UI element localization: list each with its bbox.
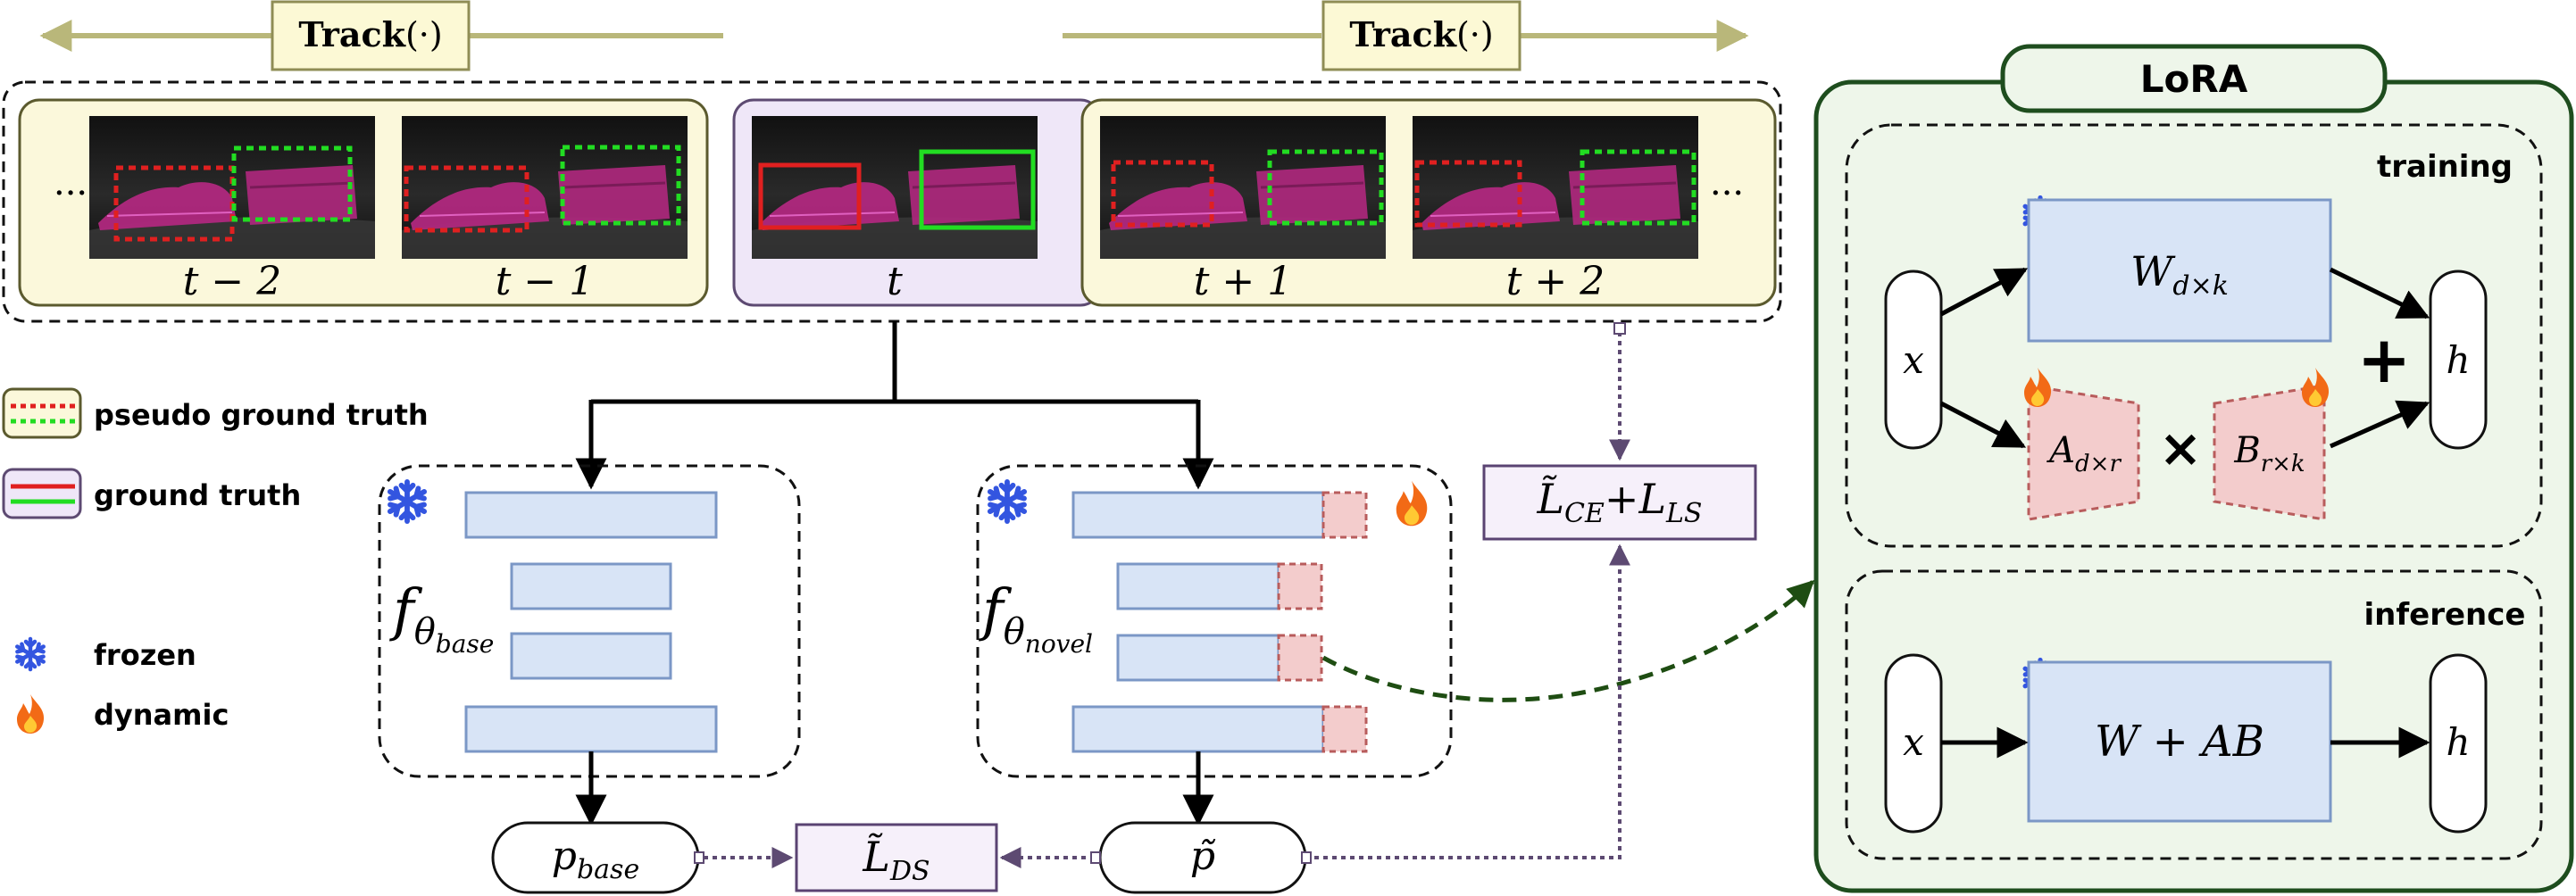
inference-h-label: h xyxy=(2446,720,2470,764)
pbase-port xyxy=(694,851,704,864)
loss-ds-box xyxy=(795,823,998,892)
ptilde-port-left xyxy=(1090,851,1101,864)
lora-training-box xyxy=(1845,123,2543,548)
base-layer-1 xyxy=(464,491,718,539)
legend-pseudo-swatch xyxy=(2,387,82,439)
arrow-x-to-w xyxy=(1939,267,2029,317)
legend-snowflake-icon xyxy=(17,639,43,669)
loss-ds-label: L̃DS xyxy=(862,833,930,887)
novel-adapter-4 xyxy=(1321,705,1368,753)
lora-inference-box xyxy=(1845,569,2543,860)
training-b-block xyxy=(2213,384,2326,521)
track-left-label: Track(·) xyxy=(298,14,442,54)
arrow-b-to-h xyxy=(2329,400,2430,449)
training-h-label: h xyxy=(2446,338,2470,382)
novel-layer-2 xyxy=(1116,562,1280,610)
training-a-block xyxy=(2027,384,2140,521)
frame-t-plus-1 xyxy=(1098,114,1388,261)
novel-layer-4 xyxy=(1071,705,1325,753)
track-left-box xyxy=(271,0,471,71)
base-model-label: fθbase xyxy=(389,577,494,659)
legend-dynamic-label: dynamic xyxy=(94,698,229,732)
training-x-label: x xyxy=(1903,338,1924,382)
frame-t-minus-2 xyxy=(88,114,377,261)
inference-w-label: W + AB xyxy=(2095,717,2264,767)
novel-model-box xyxy=(976,464,1453,778)
legend-gt-label: ground truth xyxy=(94,478,301,512)
training-h-node xyxy=(2429,270,2488,450)
ptilde-port-right xyxy=(1301,851,1312,864)
lora-inference-label: inference xyxy=(2364,597,2526,633)
track-right-box xyxy=(1321,0,1521,71)
frames-container xyxy=(2,80,1782,323)
legend-pseudo-label: pseudo ground truth xyxy=(94,398,429,432)
lora-training-label: training xyxy=(2377,149,2513,185)
p-base-label: pbase xyxy=(552,834,639,885)
frame-t-plus-2 xyxy=(1411,114,1700,261)
training-a-label: Ad×r xyxy=(2046,430,2122,477)
frame-t xyxy=(750,114,1039,261)
base-layer-2 xyxy=(510,562,672,610)
training-times-sign: × xyxy=(2159,418,2203,478)
loss-ce-ls-box xyxy=(1482,464,1757,541)
inference-h-node xyxy=(2429,653,2488,834)
frame-label-t-plus-1: t + 1 xyxy=(1194,259,1293,304)
lora-title: LoRA xyxy=(2140,57,2248,101)
novel-model-label: fθnovel xyxy=(979,577,1093,659)
arrow-w-to-h xyxy=(2329,267,2430,319)
frame-t-minus-1 xyxy=(400,114,689,261)
novel-adapter-1 xyxy=(1321,491,1368,539)
base-snowflake-icon xyxy=(390,482,424,521)
ellipsis-left: ··· xyxy=(54,173,88,214)
frame-label-t: t xyxy=(887,259,903,304)
training-plus-sign: + xyxy=(2357,322,2411,397)
training-x-node xyxy=(1884,270,1943,450)
novel-adapter-2 xyxy=(1277,562,1323,610)
novel-fire-icon xyxy=(1396,480,1428,527)
legend-gt-swatch xyxy=(2,468,82,519)
training-w-block xyxy=(2027,198,2332,343)
lora-title-box xyxy=(2000,44,2388,113)
loss-ce-ls-label: L̃CE+LLS xyxy=(1537,475,1703,529)
inference-w-block xyxy=(2027,660,2332,823)
frame-label-t-plus-2: t + 2 xyxy=(1506,259,1605,304)
arrow-x-to-a xyxy=(1939,401,2027,449)
inference-x-label: x xyxy=(1903,720,1924,764)
legend-frozen-label: frozen xyxy=(94,638,196,672)
frame-label-t-minus-2: t − 2 xyxy=(183,259,282,304)
base-layer-4 xyxy=(464,705,718,753)
novel-layer-3 xyxy=(1116,634,1280,682)
base-layer-3 xyxy=(510,632,672,680)
lora-link-curve xyxy=(1321,579,1815,702)
frames-port xyxy=(1613,322,1626,335)
p-tilde-label: p̃ xyxy=(1190,834,1216,879)
novel-adapter-3 xyxy=(1277,634,1323,682)
novel-snowflake-icon xyxy=(990,482,1024,521)
dotted-ptilde-to-ce xyxy=(1305,543,1630,859)
training-b-label: Br×k xyxy=(2233,430,2305,477)
novel-layer-1 xyxy=(1071,491,1325,539)
track-right-label: Track(·) xyxy=(1349,14,1493,54)
frame-label-t-minus-1: t − 1 xyxy=(496,259,595,304)
ellipsis-right: ··· xyxy=(1710,173,1744,214)
training-w-label: Wd×k xyxy=(2130,247,2229,302)
legend-fire-icon xyxy=(17,694,45,734)
